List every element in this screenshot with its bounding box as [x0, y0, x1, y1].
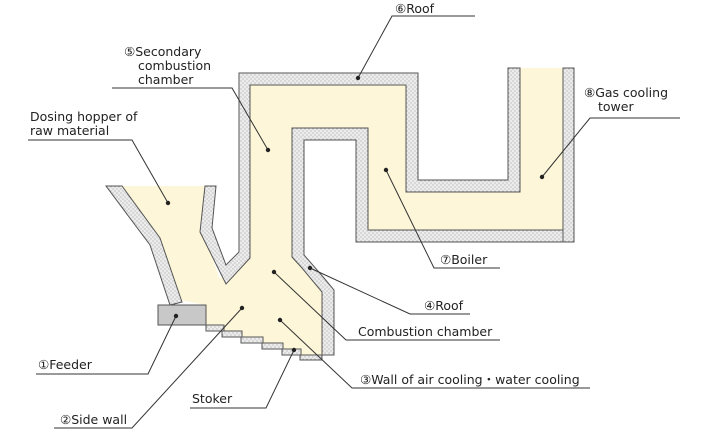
label-secondary-3: chamber: [138, 72, 194, 87]
leader-lines: [28, 15, 680, 429]
label-wall: ③Wall of air cooling・water cooling: [360, 372, 580, 387]
label-combustion: Combustion chamber: [358, 324, 493, 339]
leader-roof-lower: [309, 267, 470, 315]
leader-secondary: [112, 87, 269, 151]
leader-roof-top: [357, 15, 475, 79]
label-secondary-2: combustion: [138, 58, 211, 73]
label-side-wall: ②Side wall: [60, 412, 127, 427]
label-gas-cooling-2: tower: [598, 99, 634, 114]
gas-cooling-right-wall: [562, 67, 575, 243]
leader-dots: [165, 75, 545, 353]
label-hopper-1: Dosing hopper of: [30, 109, 138, 124]
refractory-walls: [105, 67, 575, 356]
label-secondary-1: ⑤Secondary: [124, 44, 202, 59]
label-stoker: Stoker: [192, 391, 233, 406]
combustion-chamber-fill: [180, 68, 566, 355]
leader-gas-cooling: [541, 117, 680, 178]
leader-hopper: [28, 139, 169, 204]
leader-wall: [279, 319, 590, 389]
label-roof-lower: ④Roof: [424, 298, 464, 313]
leader-boiler: [385, 169, 500, 269]
label-feeder: ①Feeder: [38, 357, 93, 372]
label-roof-top: ⑥Roof: [395, 1, 435, 16]
labels: ⑥Roof ⑤Secondary combustion chamber Dosi…: [30, 1, 668, 427]
label-gas-cooling-1: ⑧Gas cooling: [584, 85, 668, 100]
leader-feeder: [36, 315, 177, 375]
leader-side-wall: [54, 307, 243, 429]
hopper-right-wall: [199, 67, 521, 285]
label-hopper-2: raw material: [30, 123, 109, 138]
leader-stoker: [190, 349, 295, 409]
hopper-left-wall: [105, 185, 183, 306]
feeder-block: [157, 304, 207, 326]
stoker-steps: [205, 324, 323, 361]
leader-combustion: [273, 271, 500, 341]
label-boiler: ⑦Boiler: [440, 252, 488, 267]
